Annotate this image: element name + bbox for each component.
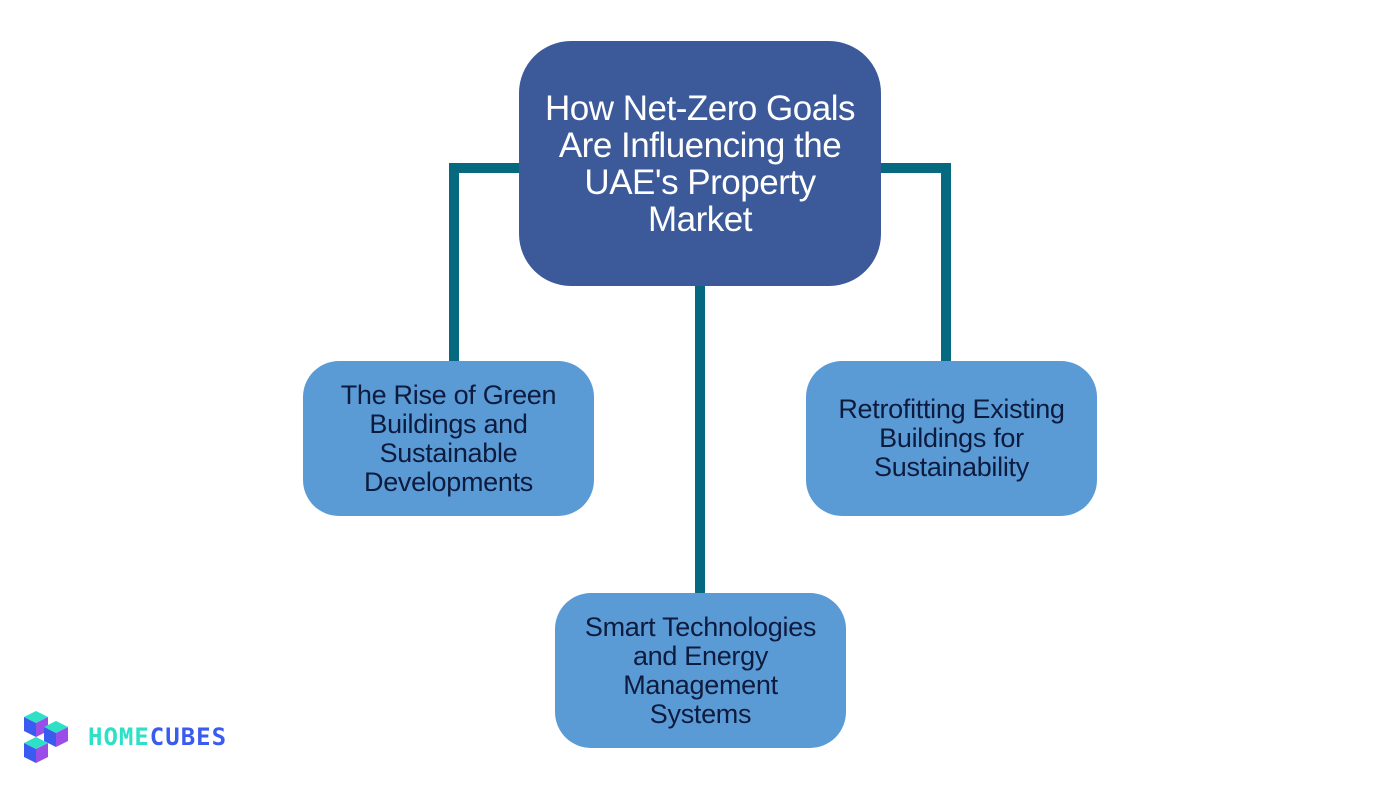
child-node-label: The Rise of Green Buildings and Sustaina… <box>340 379 557 497</box>
child-node-label: Smart Technologies and Energy Management… <box>584 611 817 729</box>
homecubes-logo: HOME CUBES <box>22 707 227 767</box>
root-node-label: How Net-Zero Goals Are Influencing the U… <box>545 88 855 239</box>
child-node-retrofitting: Retrofitting Existing Buildings for Sust… <box>806 361 1097 516</box>
logo-text-home: HOME <box>88 723 150 751</box>
logo-wordmark: HOME CUBES <box>88 723 227 751</box>
connector-left <box>449 163 522 362</box>
child-node-smart-technologies: Smart Technologies and Energy Management… <box>555 593 846 748</box>
cube-logo-icon <box>24 711 68 763</box>
connector-right <box>878 163 951 362</box>
child-node-green-buildings: The Rise of Green Buildings and Sustaina… <box>303 361 594 516</box>
logo-text-cubes: CUBES <box>149 723 228 751</box>
child-node-label: Retrofitting Existing Buildings for Sust… <box>838 394 1065 482</box>
root-node: How Net-Zero Goals Are Influencing the U… <box>519 41 881 286</box>
